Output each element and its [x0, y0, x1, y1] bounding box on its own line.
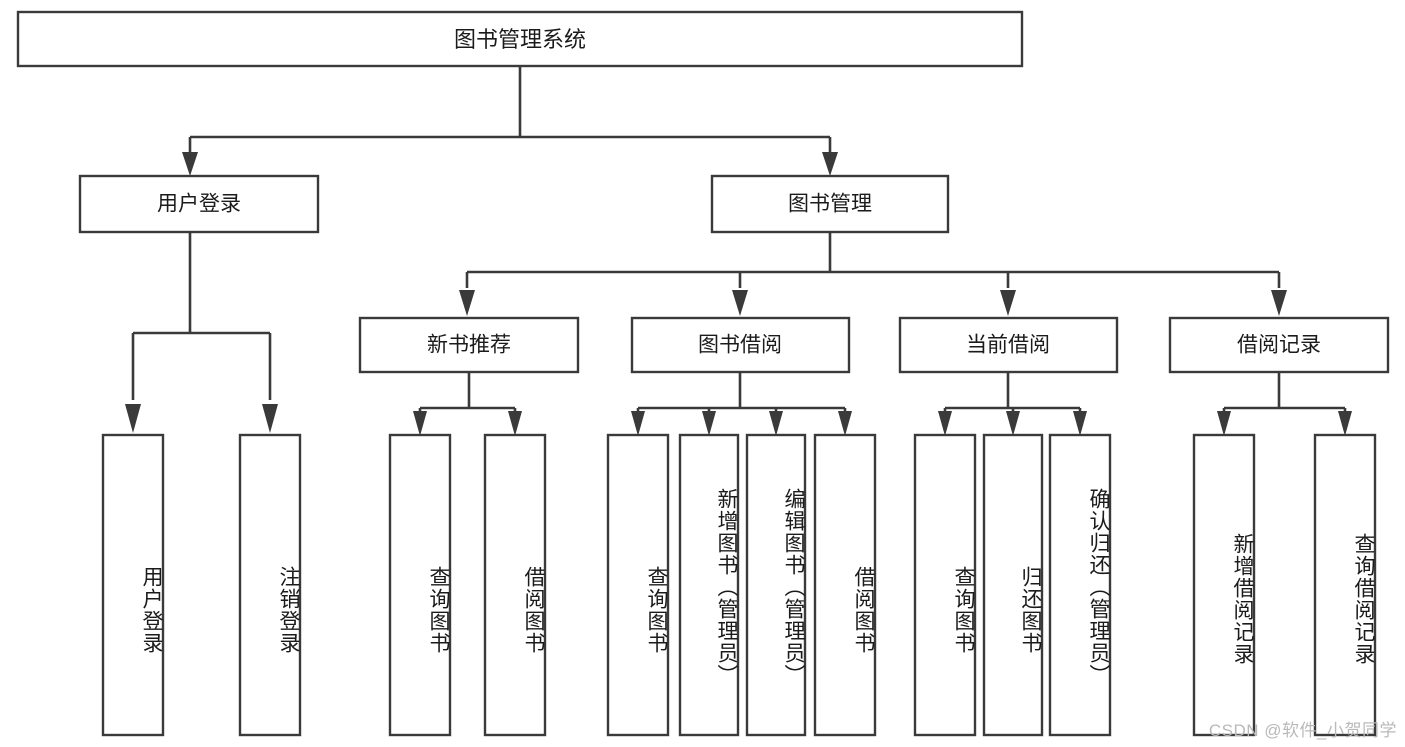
leaf-box-br-add-record[interactable] — [1192, 433, 1256, 737]
arrow-leaf-bb-2 — [702, 411, 716, 436]
node-book-mgmt-box[interactable] — [710, 174, 950, 234]
leaf-box-user-login[interactable] — [101, 433, 165, 737]
arrow-to-borrow-record — [1271, 290, 1287, 316]
arrow-to-borrow-book — [732, 290, 748, 316]
connector-layer — [125, 66, 1352, 436]
node-current-borrow-box[interactable] — [898, 316, 1119, 374]
leaf-box-nb-borrow-book[interactable] — [483, 433, 547, 737]
leaf-box-nb-query-book[interactable] — [388, 433, 452, 737]
leaf-box-bb-query-book[interactable] — [606, 433, 670, 737]
node-borrow-record-label: 借阅记录 — [1237, 334, 1321, 357]
node-new-book-label: 新书推荐 — [427, 334, 511, 357]
arrow-to-current-borrow — [1000, 290, 1016, 316]
arrow-leaf-cb-1 — [938, 411, 952, 436]
leaf-box-br-query-record[interactable] — [1313, 433, 1377, 737]
arrow-leaf-bb-4 — [838, 411, 852, 436]
leaf-box-cb-query-book[interactable] — [913, 433, 977, 737]
arrow-leaf-bb-3 — [769, 411, 783, 436]
arrow-leaf-nb-1 — [413, 411, 427, 436]
arrow-to-new-book — [459, 290, 475, 316]
node-new-book-box[interactable] — [358, 316, 580, 374]
arrow-to-book-mgmt — [822, 152, 838, 176]
leaf-box-bb-borrow-book[interactable] — [813, 433, 877, 737]
arrow-leaf-cb-3 — [1073, 411, 1087, 436]
leaf-box-cb-return-book[interactable] — [982, 433, 1044, 737]
node-current-borrow-label: 当前借阅 — [966, 334, 1050, 357]
node-user-login-box[interactable] — [78, 174, 320, 234]
leaf-box-bb-edit-book[interactable] — [745, 433, 807, 737]
arrow-leaf-cb-2 — [1006, 411, 1020, 436]
arrow-leaf-nb-2 — [508, 411, 522, 436]
node-borrow-book-label: 图书借阅 — [698, 334, 782, 357]
node-user-login-label: 用户登录 — [157, 193, 241, 216]
arrow-leaf-user-login — [125, 404, 141, 433]
arrow-leaf-logout — [262, 404, 278, 433]
node-layer: 图书管理系统 用户登录 图书管理 新书推荐 图书借阅 当前借阅 借阅记录 — [16, 10, 1390, 737]
arrow-to-user-login — [182, 152, 198, 176]
node-book-mgmt-label: 图书管理 — [788, 193, 872, 216]
node-root-box[interactable] — [16, 10, 1024, 68]
arrow-leaf-br-2 — [1338, 411, 1352, 436]
arrow-leaf-bb-1 — [631, 411, 645, 436]
node-borrow-record-box[interactable] — [1168, 316, 1390, 374]
leaf-box-cb-confirm-return[interactable] — [1048, 433, 1112, 737]
arrow-leaf-br-1 — [1217, 411, 1231, 436]
leaf-box-bb-add-book[interactable] — [678, 433, 740, 737]
leaf-box-logout[interactable] — [238, 433, 302, 737]
node-borrow-book-box[interactable] — [630, 316, 851, 374]
node-root-label: 图书管理系统 — [454, 27, 586, 52]
watermark-text: CSDN @软件_小贺同学 — [1208, 721, 1397, 740]
